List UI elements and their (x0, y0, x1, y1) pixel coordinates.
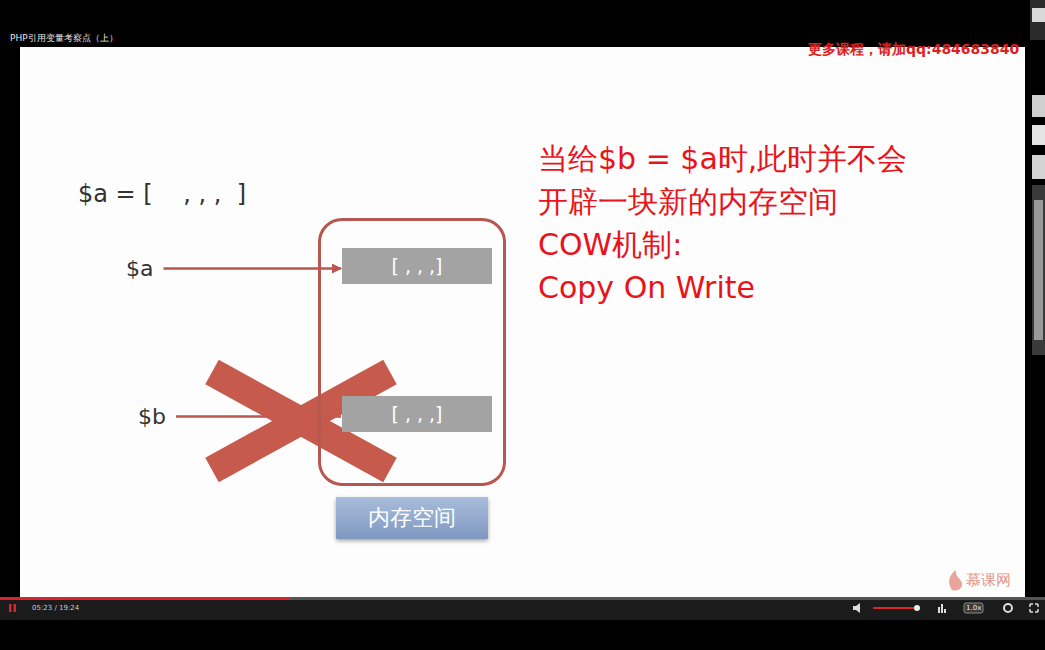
speed-button (964, 603, 983, 613)
memory-region: 内存空间[ , , ,][ , , ,] (318, 218, 506, 486)
note-text: COW机制: (538, 228, 682, 263)
settings-icon (1004, 604, 1012, 612)
variable-text: $a (124, 254, 155, 283)
pause-icon (9, 604, 12, 612)
pointer-arrow (163, 267, 341, 270)
array-block: [ , , ,] (342, 396, 492, 432)
watermark-logo (949, 570, 962, 591)
volume-knob (914, 605, 920, 611)
variable-name: $b (136, 402, 168, 431)
thumbnail (1032, 155, 1045, 179)
thumbnail (1034, 200, 1043, 340)
code-text: $a = [ , , , ] (78, 181, 246, 209)
fullscreen-icon (1030, 604, 1038, 612)
speed-text: 1.0x (966, 604, 981, 612)
watermark-text: 更多课程，请加qq:484683840 (808, 41, 1019, 57)
pause-icon (14, 604, 17, 612)
volume-icon (853, 603, 860, 613)
array-text: [ , , ,] (391, 255, 442, 277)
progress-track (0, 597, 1045, 600)
watermark-text: 慕课网 (966, 572, 1011, 589)
video-title: PHP引用变量考察点（上） (10, 33, 118, 43)
volume-slider (873, 607, 918, 609)
time-text: 05:23 / 19:24 (32, 604, 79, 612)
memory-label: 内存空间 (336, 497, 488, 539)
note-text: 开辟一块新的内存空间 (538, 185, 838, 220)
player-bar (0, 597, 1045, 620)
array-block: [ , , ,] (342, 248, 492, 284)
note-text: Copy On Write (538, 271, 755, 306)
thumbnail-strip (1030, 0, 1045, 40)
thumbnail (1032, 125, 1045, 145)
thumbnail (1032, 185, 1045, 355)
stats-icon (938, 607, 940, 613)
variable-text: $b (136, 402, 168, 431)
progress-fill (0, 597, 290, 600)
thumbnail (1032, 8, 1045, 22)
thumbnail (1032, 95, 1045, 117)
array-text: [ , , ,] (391, 403, 442, 425)
note-text: 当给$b = $a时,此时并不会 (538, 142, 907, 177)
slide-background (20, 47, 1025, 597)
variable-name: $a (124, 254, 155, 283)
stats-icon (944, 609, 946, 613)
stats-icon (941, 604, 943, 613)
